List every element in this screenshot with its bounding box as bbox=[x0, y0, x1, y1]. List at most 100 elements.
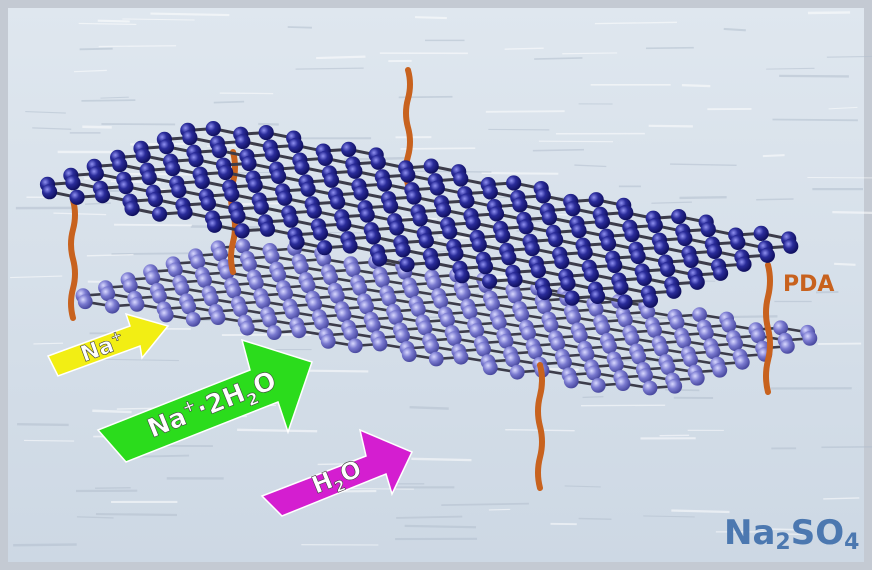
carbon-atom bbox=[594, 214, 610, 230]
texture-stroke bbox=[832, 211, 872, 214]
carbon-atom bbox=[174, 281, 190, 296]
carbon-atom bbox=[181, 299, 197, 315]
texture-stroke bbox=[409, 405, 449, 410]
carbon-atom bbox=[147, 191, 164, 208]
carbon-atom bbox=[307, 296, 323, 312]
carbon-atom bbox=[230, 208, 246, 224]
carbon-atom bbox=[588, 192, 604, 208]
carbon-atom bbox=[535, 188, 551, 204]
carbon-atom bbox=[300, 278, 316, 294]
carbon-atom bbox=[171, 182, 187, 199]
carbon-atom bbox=[262, 312, 278, 328]
carbon-atom bbox=[700, 221, 716, 238]
carbon-atom bbox=[212, 246, 228, 262]
carbon-atom bbox=[129, 297, 145, 312]
texture-stroke bbox=[25, 111, 66, 114]
carbon-atom bbox=[69, 189, 85, 205]
texture-stroke bbox=[485, 110, 565, 113]
texture-stroke bbox=[85, 202, 111, 205]
carbon-atom bbox=[423, 158, 439, 174]
texture-stroke bbox=[821, 446, 872, 449]
carbon-atom bbox=[233, 302, 248, 318]
carbon-atom bbox=[617, 312, 633, 328]
carbon-atom bbox=[647, 217, 663, 234]
carbon-atom bbox=[365, 229, 381, 245]
texture-stroke bbox=[754, 527, 802, 531]
carbon-atom bbox=[514, 307, 530, 323]
carbon-atom bbox=[501, 250, 517, 266]
carbon-atom bbox=[124, 200, 140, 217]
carbon-atom bbox=[352, 280, 368, 296]
carbon-atom bbox=[607, 257, 623, 274]
carbon-atom bbox=[728, 336, 743, 352]
carbon-atom bbox=[190, 254, 206, 270]
texture-stroke bbox=[671, 509, 730, 514]
carbon-atom bbox=[636, 270, 652, 286]
carbon-atom bbox=[560, 275, 576, 292]
carbon-atom bbox=[453, 171, 469, 187]
carbon-atom bbox=[329, 288, 345, 304]
carbon-atom bbox=[590, 377, 606, 393]
texture-stroke bbox=[651, 201, 692, 204]
carbon-atom bbox=[235, 133, 251, 150]
texture-stroke bbox=[578, 517, 612, 521]
top-graphene-sheet bbox=[39, 121, 799, 310]
carbon-atom bbox=[314, 315, 329, 331]
carbon-atom bbox=[660, 360, 676, 376]
carbon-atom bbox=[577, 244, 593, 261]
carbon-atom bbox=[730, 234, 746, 250]
texture-stroke bbox=[17, 422, 69, 427]
pda-label: PDA bbox=[783, 272, 835, 297]
carbon-atom bbox=[759, 247, 775, 263]
arrow-water: H2O bbox=[260, 428, 414, 517]
carbon-atom bbox=[734, 354, 750, 370]
carbon-atom bbox=[689, 370, 705, 386]
carbon-atom bbox=[482, 184, 498, 200]
texture-stroke bbox=[532, 148, 584, 152]
carbon-atom bbox=[536, 284, 553, 301]
carbon-atom bbox=[527, 344, 543, 360]
carbon-atom bbox=[235, 238, 251, 254]
texture-stroke bbox=[73, 69, 107, 73]
texture-stroke bbox=[95, 512, 178, 517]
carbon-atom bbox=[566, 309, 581, 325]
carbon-atom bbox=[779, 338, 795, 354]
carbon-atom bbox=[572, 328, 588, 344]
carbon-atom bbox=[541, 210, 558, 226]
carbon-atom bbox=[112, 157, 128, 173]
carbon-atom bbox=[459, 193, 475, 209]
texture-stroke bbox=[779, 74, 849, 78]
carbon-atom bbox=[583, 266, 599, 283]
carbon-atom bbox=[343, 326, 359, 341]
carbon-atom bbox=[336, 216, 352, 232]
arrow-text-part: + bbox=[108, 327, 124, 346]
carbon-atom bbox=[477, 259, 494, 275]
carbon-atom bbox=[395, 328, 410, 344]
texture-stroke bbox=[823, 497, 860, 500]
carbon-atom bbox=[624, 226, 640, 243]
carbon-atom bbox=[588, 301, 604, 317]
texture-stroke bbox=[295, 67, 364, 70]
texture-stroke bbox=[415, 16, 447, 20]
carbon-atom bbox=[618, 205, 634, 221]
carbon-atom bbox=[454, 268, 470, 284]
pda-linker bbox=[535, 362, 545, 491]
carbon-atom bbox=[608, 357, 624, 373]
carbon-atom bbox=[485, 296, 500, 312]
carbon-atom bbox=[376, 176, 393, 192]
carbon-atom bbox=[506, 175, 522, 191]
carbon-atom bbox=[536, 299, 552, 315]
texture-stroke bbox=[86, 253, 134, 257]
texture-stroke bbox=[807, 11, 851, 15]
carbon-atom bbox=[424, 339, 440, 355]
carbon-atom bbox=[382, 198, 399, 214]
texture-stroke bbox=[97, 19, 130, 23]
carbon-atom bbox=[264, 146, 280, 163]
carbon-atom bbox=[284, 304, 300, 320]
texture-stroke bbox=[598, 316, 668, 319]
texture-stroke bbox=[826, 55, 872, 58]
texture-stroke bbox=[10, 275, 63, 279]
texture-stroke bbox=[122, 18, 195, 21]
carbon-atom bbox=[371, 251, 388, 267]
carbon-atom bbox=[399, 256, 415, 273]
